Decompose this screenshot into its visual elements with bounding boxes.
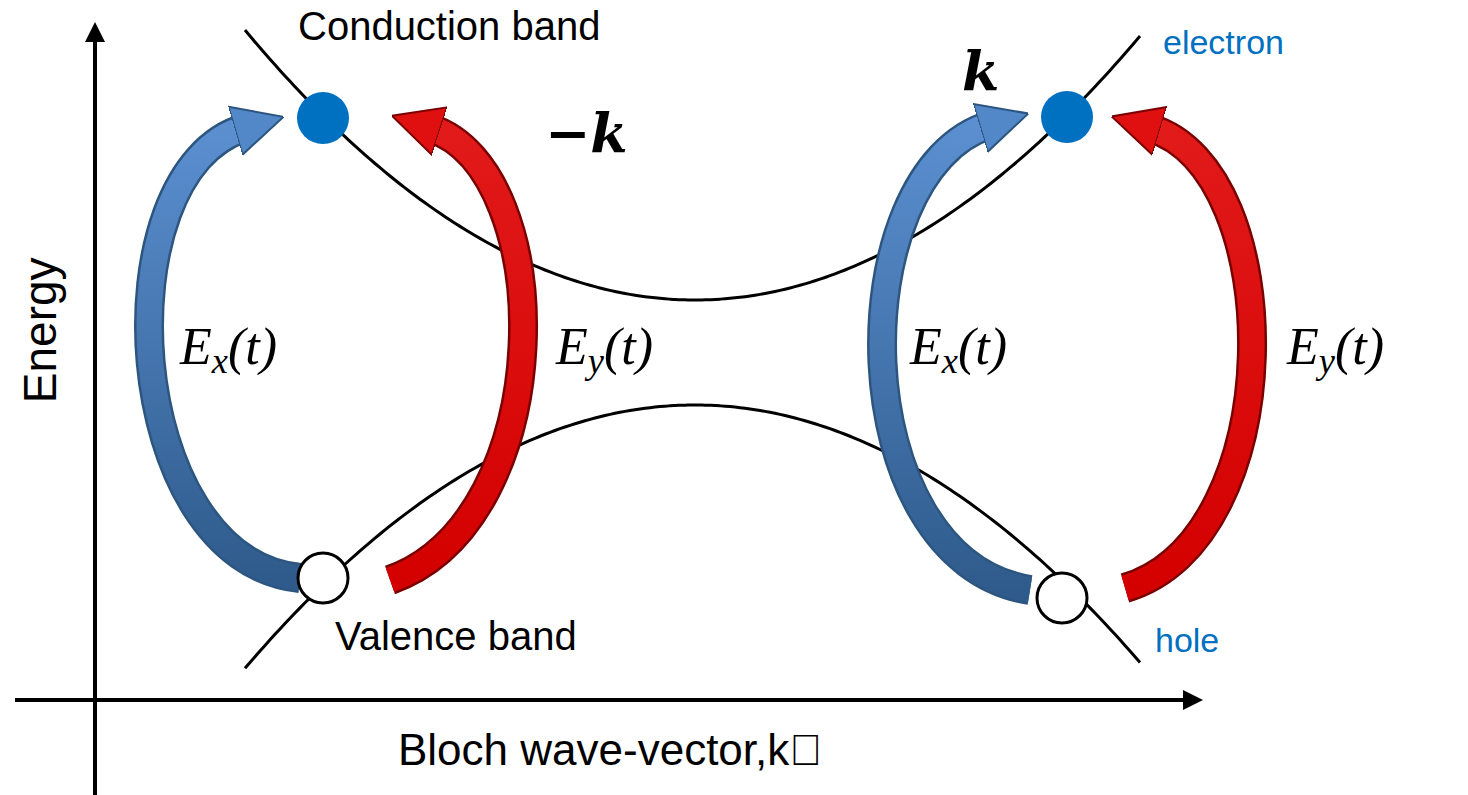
field-label: Ey(t): [1287, 318, 1384, 381]
blue-arrow: [149, 128, 300, 578]
carrier-label: hole: [1155, 622, 1219, 659]
electron-dot: [1041, 91, 1093, 143]
axis-title: Bloch wave-vector,k⃗: [398, 726, 822, 774]
arrow-body: [882, 125, 1030, 590]
carrier-label: electron: [1163, 24, 1284, 61]
wavevector-label: k: [962, 42, 999, 101]
arrow-outline: [1125, 128, 1252, 588]
arrow-outline: [390, 128, 523, 580]
arrow-body: [1125, 128, 1252, 588]
carriers: [297, 91, 1093, 623]
red-arrow: [390, 128, 523, 580]
arrow-body: [390, 128, 523, 580]
wavevector-label: −k: [545, 104, 628, 163]
arrow-outline: [149, 128, 300, 578]
energy-axis: [93, 40, 97, 795]
arrow-body: [149, 128, 300, 578]
valence-band-curve: [245, 405, 1140, 668]
excitation-arrows: [149, 125, 1252, 590]
blue-arrow: [882, 125, 1030, 590]
red-arrow: [1125, 128, 1252, 588]
axes: [15, 40, 1185, 795]
k-axis: [15, 698, 1185, 702]
field-label: Ey(t): [556, 318, 653, 381]
arrow-outline: [882, 125, 1030, 590]
hole-dot: [1037, 573, 1087, 623]
electron-dot: [297, 92, 349, 144]
band-name: Valence band: [335, 614, 577, 658]
hole-dot: [298, 553, 348, 603]
field-label: Ex(t): [910, 318, 1007, 381]
band-name: Conduction band: [298, 4, 600, 48]
axis-title: Energy: [15, 257, 66, 403]
bands: [245, 30, 1140, 668]
field-label: Ex(t): [180, 318, 277, 381]
conduction-band-curve: [245, 30, 1140, 300]
